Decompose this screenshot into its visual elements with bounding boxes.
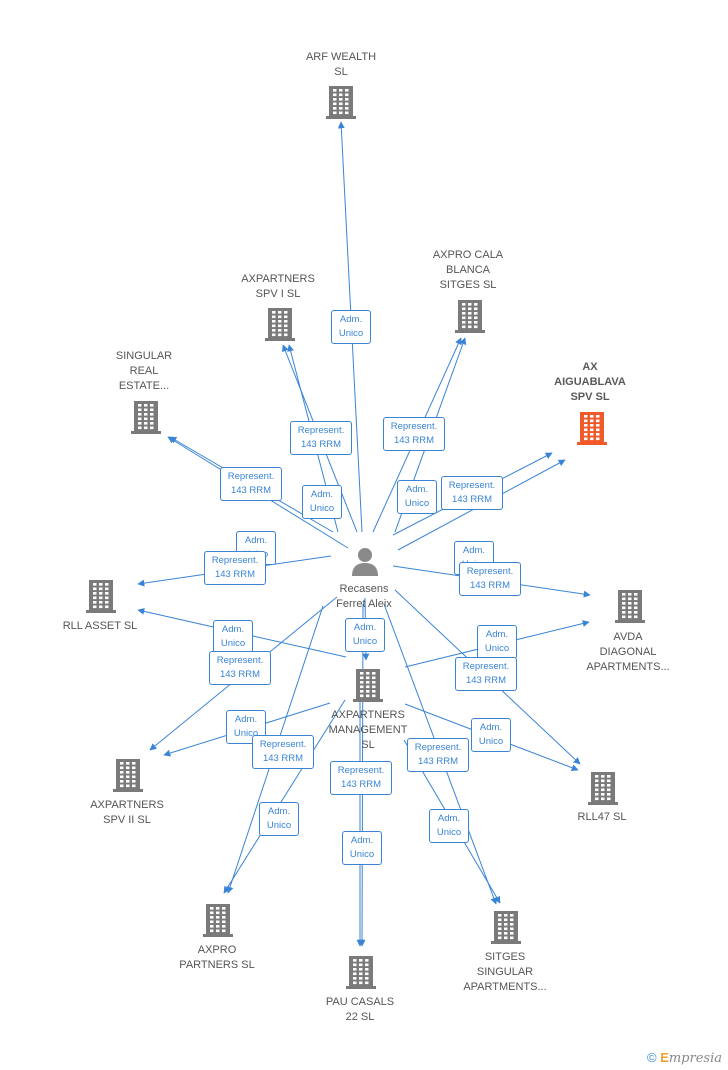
edge-label[interactable]: Adm. Unico	[302, 485, 342, 519]
node-label-pau[interactable]: PAU CASALS 22 SL	[325, 996, 395, 1023]
node-label-avda[interactable]: AVDA DIAGONAL APARTMENTS...	[586, 631, 670, 673]
edge-label[interactable]: Adm. Unico	[429, 809, 469, 843]
building-icon[interactable]	[203, 903, 233, 937]
building-icon[interactable]	[491, 910, 521, 944]
edge-label[interactable]: Represent. 143 RRM	[441, 476, 503, 510]
building-icon[interactable]	[265, 307, 295, 341]
node-label-rll47[interactable]: RLL47 SL	[577, 811, 627, 823]
edge-label[interactable]: Represent. 143 RRM	[209, 651, 271, 685]
edges-layer	[137, 121, 591, 947]
edge-label[interactable]: Adm. Unico	[342, 831, 382, 865]
building-icon[interactable]	[615, 589, 645, 623]
edge-label[interactable]: Represent. 143 RRM	[220, 467, 282, 501]
node-label-spv1[interactable]: AXPARTNERS SPV I SL	[241, 273, 315, 300]
edge-label[interactable]: Represent. 143 RRM	[330, 761, 392, 795]
node-label-person[interactable]: Recasens Ferret Aleix	[336, 583, 392, 610]
copyright-symbol: ©	[646, 1050, 657, 1065]
node-label-cala[interactable]: AXPRO CALA BLANCA SITGES SL	[432, 249, 504, 291]
edge-label[interactable]: Adm. Unico	[345, 618, 385, 652]
edge-label[interactable]: Represent. 143 RRM	[204, 551, 266, 585]
edge-label[interactable]: Represent. 143 RRM	[290, 421, 352, 455]
edge-label[interactable]: Represent. 143 RRM	[459, 562, 521, 596]
node-label-axpro[interactable]: AXPRO PARTNERS SL	[179, 944, 255, 971]
edge-label[interactable]: Adm. Unico	[397, 480, 437, 514]
edge-label[interactable]: Adm. Unico	[213, 620, 253, 654]
node-label-singular[interactable]: SINGULAR REAL ESTATE...	[115, 350, 173, 392]
building-icon[interactable]	[86, 579, 116, 613]
footer-brand[interactable]: © Empresia	[647, 1050, 722, 1066]
node-label-aigua[interactable]: AX AIGUABLAVA SPV SL	[554, 361, 626, 403]
edge-label[interactable]: Represent. 143 RRM	[252, 735, 314, 769]
brand-name: mpresia	[668, 1051, 722, 1066]
building-icon[interactable]	[353, 668, 383, 702]
node-label-spv2[interactable]: AXPARTNERS SPV II SL	[90, 799, 164, 826]
edge-label[interactable]: Represent. 143 RRM	[407, 738, 469, 772]
building-icon[interactable]	[588, 771, 618, 805]
building-icon[interactable]	[346, 955, 376, 989]
edge-label[interactable]: Adm. Unico	[471, 718, 511, 752]
building-icon[interactable]	[455, 299, 485, 333]
edge-label[interactable]: Adm. Unico	[259, 802, 299, 836]
edge-label[interactable]: Adm. Unico	[331, 310, 371, 344]
edge-mgmt-axpro	[223, 699, 346, 894]
edge-label[interactable]: Adm. Unico	[477, 625, 517, 659]
building-icon[interactable]	[326, 85, 356, 119]
edge-label[interactable]: Represent. 143 RRM	[383, 417, 445, 451]
node-label-mgmt[interactable]: AXPARTNERS MANAGEMENT SL	[328, 709, 408, 751]
building-icon[interactable]	[577, 411, 607, 445]
node-label-rllasset[interactable]: RLL ASSET SL	[62, 620, 138, 632]
brand-logo-e: E	[660, 1050, 669, 1065]
node-label-arf[interactable]: ARF WEALTH SL	[305, 51, 377, 78]
node-label-sitges[interactable]: SITGES SINGULAR APARTMENTS...	[463, 951, 547, 993]
person-icon[interactable]	[350, 546, 380, 580]
building-icon[interactable]	[113, 758, 143, 792]
edge-label[interactable]: Represent. 143 RRM	[455, 657, 517, 691]
building-icon[interactable]	[131, 400, 161, 434]
